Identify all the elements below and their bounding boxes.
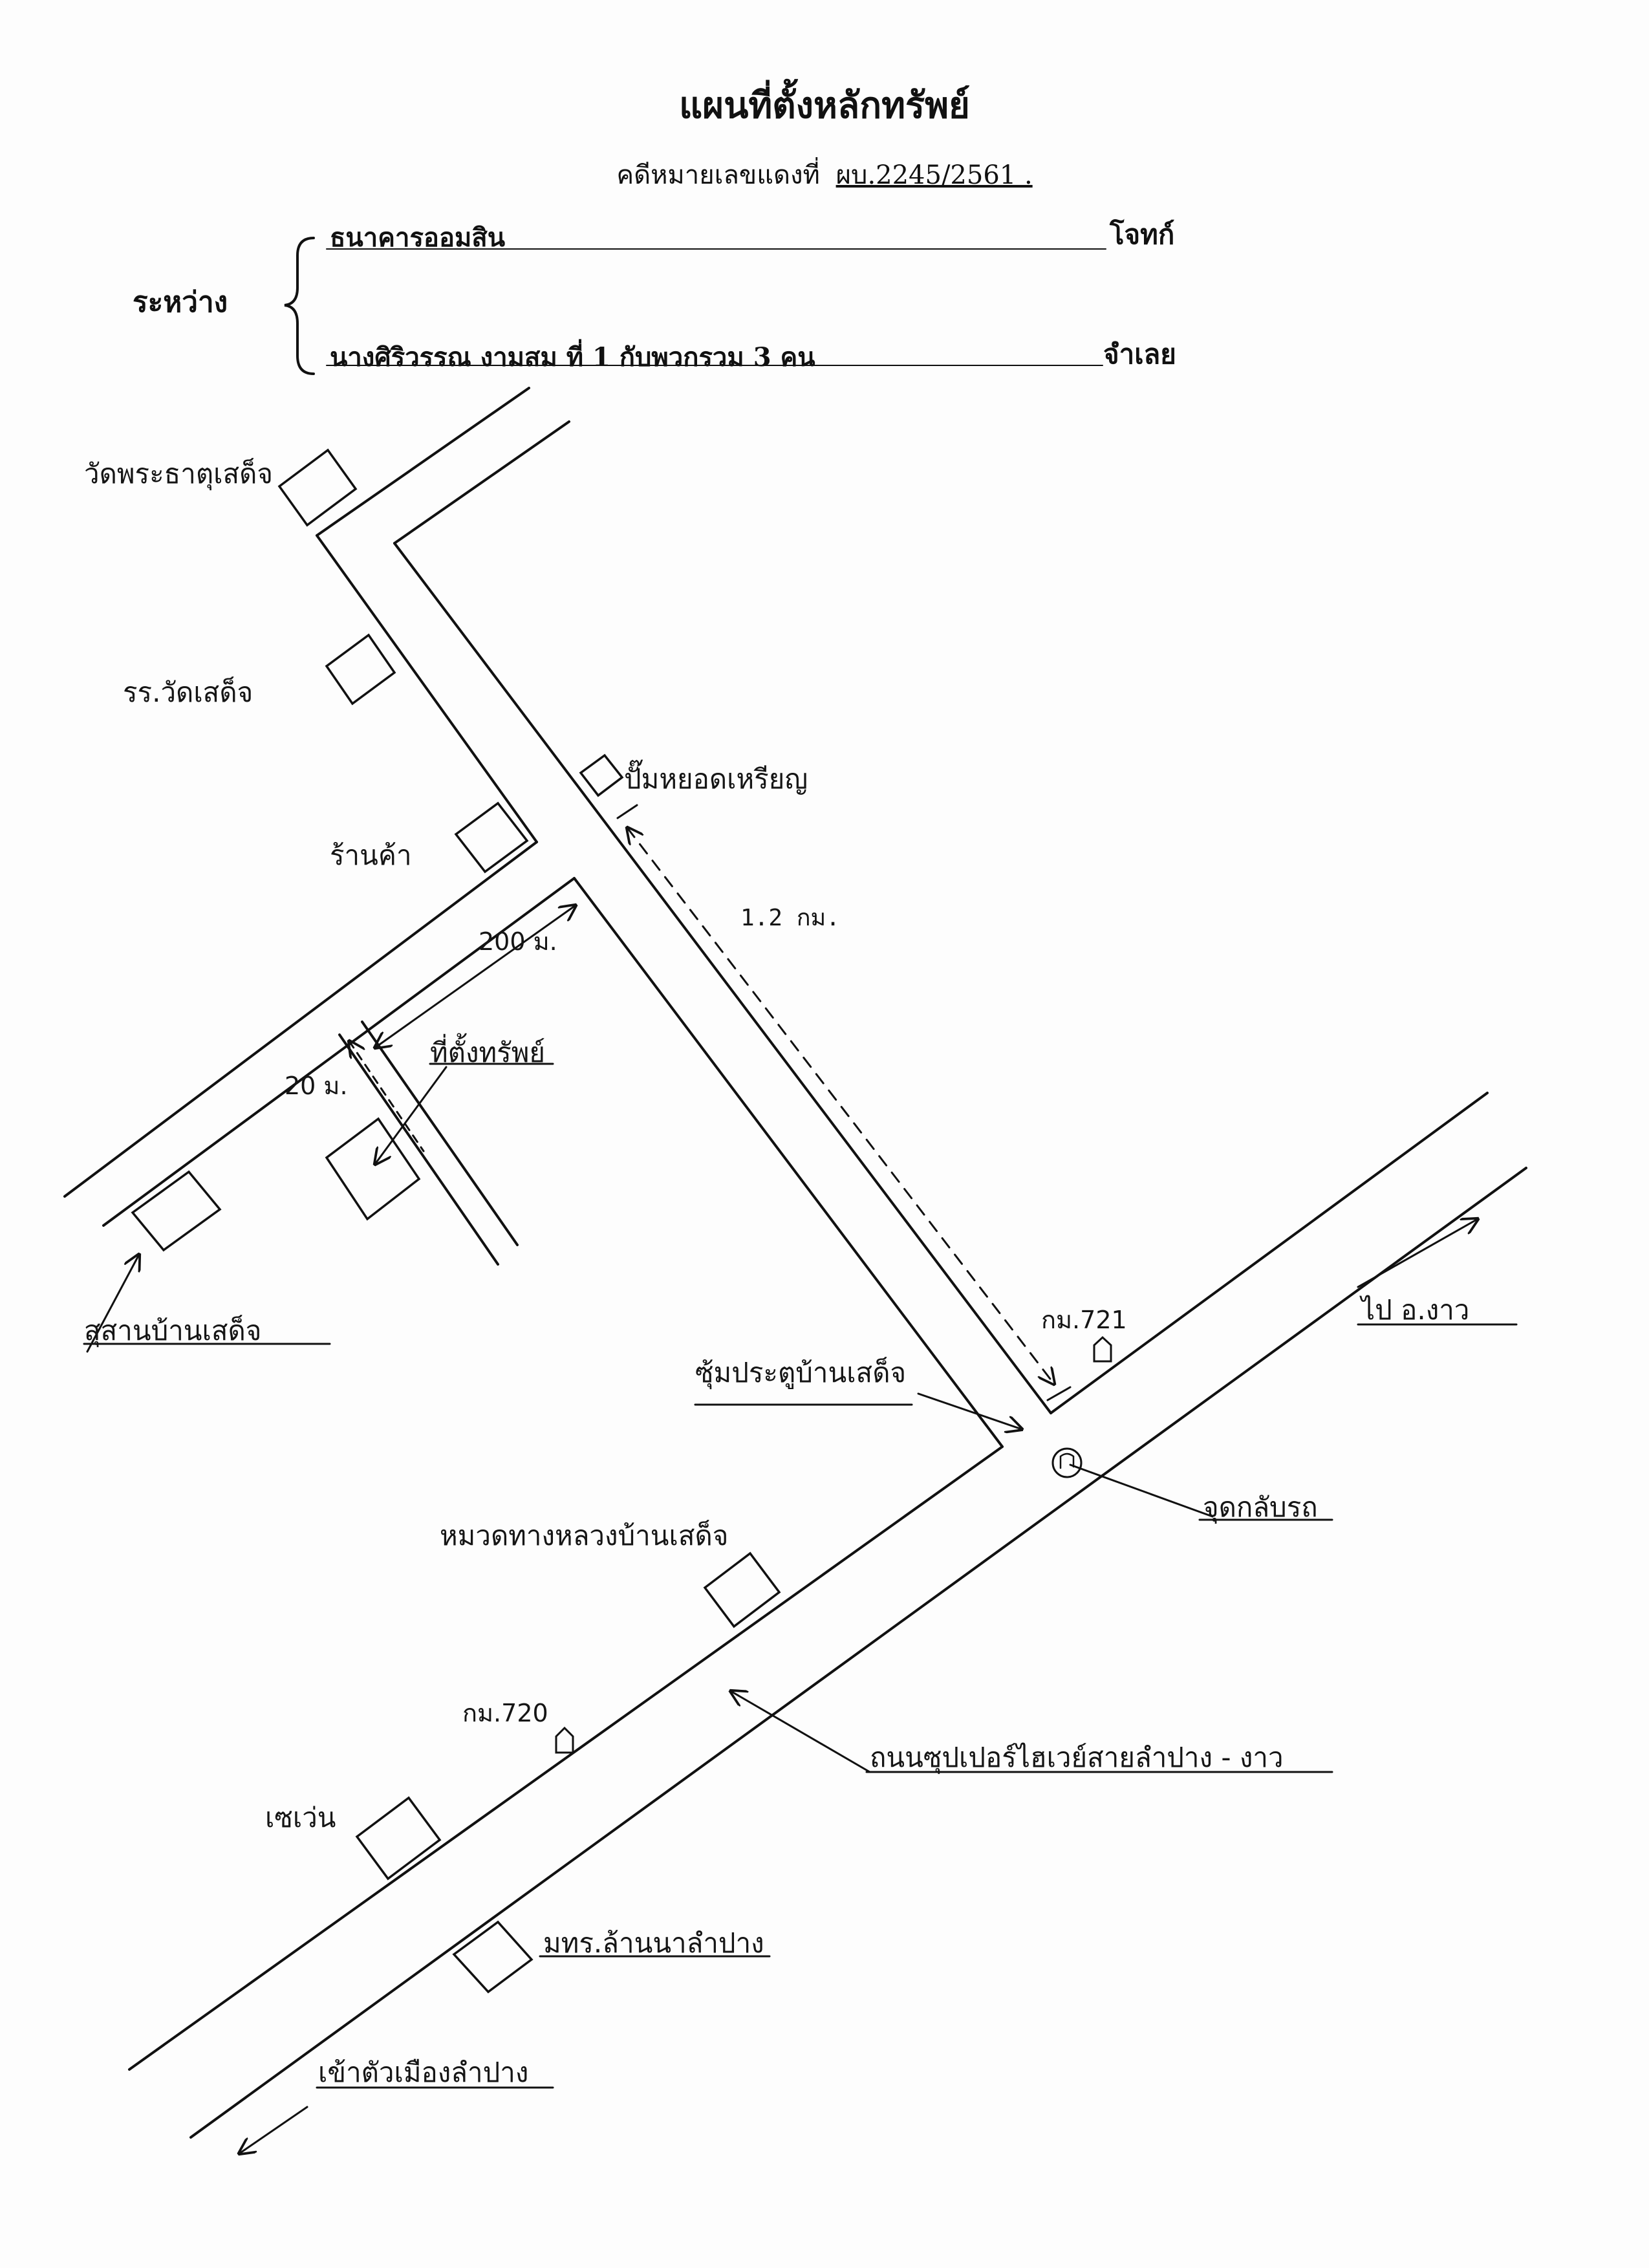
km720-marker [555,1726,574,1754]
distance-200m-arrow [375,905,576,1048]
temple-road [316,387,570,545]
superhighway-pointer [731,1691,871,1773]
label-shop: ร้านค้า [330,839,412,871]
cemetery-pointer [86,1255,139,1353]
distance-1-2km-line [627,828,1054,1384]
gate-arch-pointer [917,1392,1022,1429]
label-property-location: ที่ตั้งทรัพย์ [430,1037,546,1068]
label-university: มทร.ล้านนาลำปาง [543,1927,764,1959]
label-gas-station: ปั๊มหยอดเหรียญ [624,763,808,795]
label-km720: กม.720 [462,1699,548,1727]
local-road [316,534,1052,1448]
page-title: แผนที่ตั้งหลักทรัพย์ [679,84,970,127]
case-number: ผบ.2245/2561 . [835,160,1033,190]
label-gate-arch: ซุ้มประตูบ้านเสด็จ [695,1357,907,1388]
case-number-line: คดีหมายเลขแดงที่ ผบ.2245/2561 . [0,154,1649,195]
to-lampang-arrow [239,2106,308,2154]
property-lane [338,1021,519,1266]
label-distance-1-2km: 1.2 กม. [740,905,840,931]
distance-20m-line [349,1041,425,1152]
label-distance-200m: 200 ม. [479,927,557,956]
defendant-name: นางศิริวรรณ งามสม ที่ 1 กับพวกรวม 3 คน [330,342,815,373]
u-turn-pointer [1069,1463,1214,1518]
u-turn-icon [1051,1447,1083,1478]
highway-dept-building [703,1551,781,1628]
defendant-role: จำเลย [1103,338,1176,370]
gas-station-building [579,753,624,797]
label-distance-20m: 20 ม. [285,1072,348,1100]
label-school: รร.วัดเสด็จ [123,676,253,708]
label-u-turn: จุดกลับรถ [1203,1491,1318,1523]
label-temple: วัดพระธาตุเสด็จ [84,458,274,490]
case-label: คดีหมายเลขแดงที่ [616,160,820,190]
plaintiff-name: ธนาคารออมสิน [330,222,506,253]
label-cemetery: สุสานบ้านเสด็จ [84,1315,262,1346]
label-highway-dept: หมวดทางหลวงบ้านเสด็จ [440,1520,729,1551]
parties-brace [284,237,315,375]
seven-eleven-building [355,1796,442,1881]
label-to-lampang: เข้าตัวเมืองลำปาง [318,2057,529,2088]
label-superhighway: ถนนซุปเปอร์ไฮเวย์สายลำปาง - งาว [870,1742,1284,1773]
school-building [325,633,396,706]
cemetery-building [131,1170,222,1252]
between-label: ระหว่าง [133,286,228,319]
label-km721: กม.721 [1041,1306,1127,1334]
property-building [325,1117,421,1221]
university-building [452,1920,534,1994]
plaintiff-role: โจทก์ [1110,219,1175,250]
shop-building [454,801,529,874]
temple-building [277,448,358,527]
to-ngao-arrow [1357,1219,1478,1288]
label-seven-eleven: เซเว่น [265,1802,336,1833]
km721-marker [1093,1335,1112,1363]
superhighway-road [128,1092,1527,2139]
label-to-ngao: ไป อ.งาว [1361,1294,1470,1326]
property-pointer [375,1066,447,1164]
